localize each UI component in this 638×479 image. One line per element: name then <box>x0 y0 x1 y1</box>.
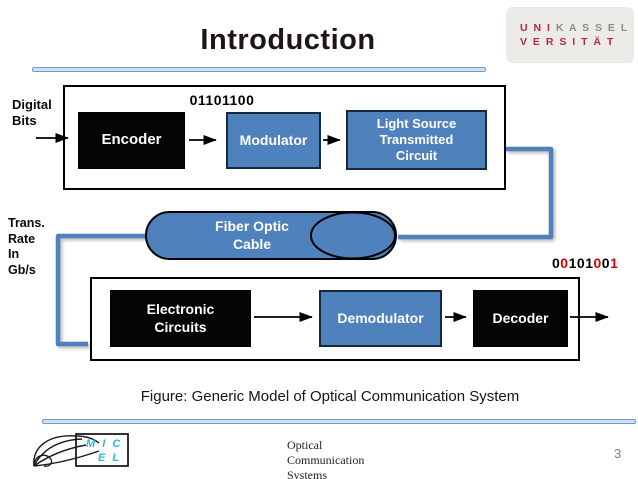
uni-logo-line2: V E R S I T Ä T <box>520 36 615 48</box>
micel-shell-icon <box>33 435 100 467</box>
demodulator-block: Demodulator <box>319 290 442 347</box>
micel-logo: M I C E L <box>33 433 129 467</box>
footer-text: Optical Communication Systems <box>287 438 365 479</box>
micel-shell-line4 <box>33 450 100 467</box>
page-title: Introduction <box>200 24 376 56</box>
top-bits-label: 01101100 <box>189 92 255 108</box>
micel-logo-el-text: E L <box>98 452 121 464</box>
uni-logo-kassel-text: K A S S E L <box>555 22 629 34</box>
title-underline <box>32 67 486 72</box>
decoder-block: Decoder <box>473 290 568 347</box>
connector-fiber-to-receiver <box>55 233 150 347</box>
connector-transmitter-to-fiber <box>398 146 554 240</box>
uni-kassel-logo: U N I K A S S E L V E R S I T Ä T <box>506 7 634 63</box>
modulator-block: Modulator <box>226 112 321 169</box>
trans-rate-label: Trans. Rate In Gb/s <box>8 216 45 277</box>
uni-logo-uni-text: U N I <box>520 22 552 34</box>
figure-caption: Figure: Generic Model of Optical Communi… <box>140 388 520 405</box>
page-number: 3 <box>614 446 622 461</box>
uni-logo-line1: U N I K A S S E L <box>520 21 634 35</box>
electronic-circuits-block: Electronic Circuits <box>110 290 251 347</box>
receiver-box <box>90 277 580 361</box>
encoder-block: Encoder <box>78 112 185 169</box>
micel-shell-line2 <box>33 438 83 467</box>
fiber-cable-end-ellipse <box>310 211 396 260</box>
digital-bits-label: Digital Bits <box>12 97 52 129</box>
micel-logo-mic-text: M I C <box>86 438 122 450</box>
micel-logo-frame <box>75 433 129 467</box>
micel-shell-spiral <box>33 454 53 467</box>
light-source-block: Light Source Transmitted Circuit <box>346 110 487 170</box>
fiber-cable-label: Fiber Optic Cable <box>215 218 289 252</box>
bottom-bits-label: 00101001 <box>552 255 619 271</box>
micel-shell-line3 <box>33 444 87 467</box>
footer-divider <box>42 419 636 424</box>
